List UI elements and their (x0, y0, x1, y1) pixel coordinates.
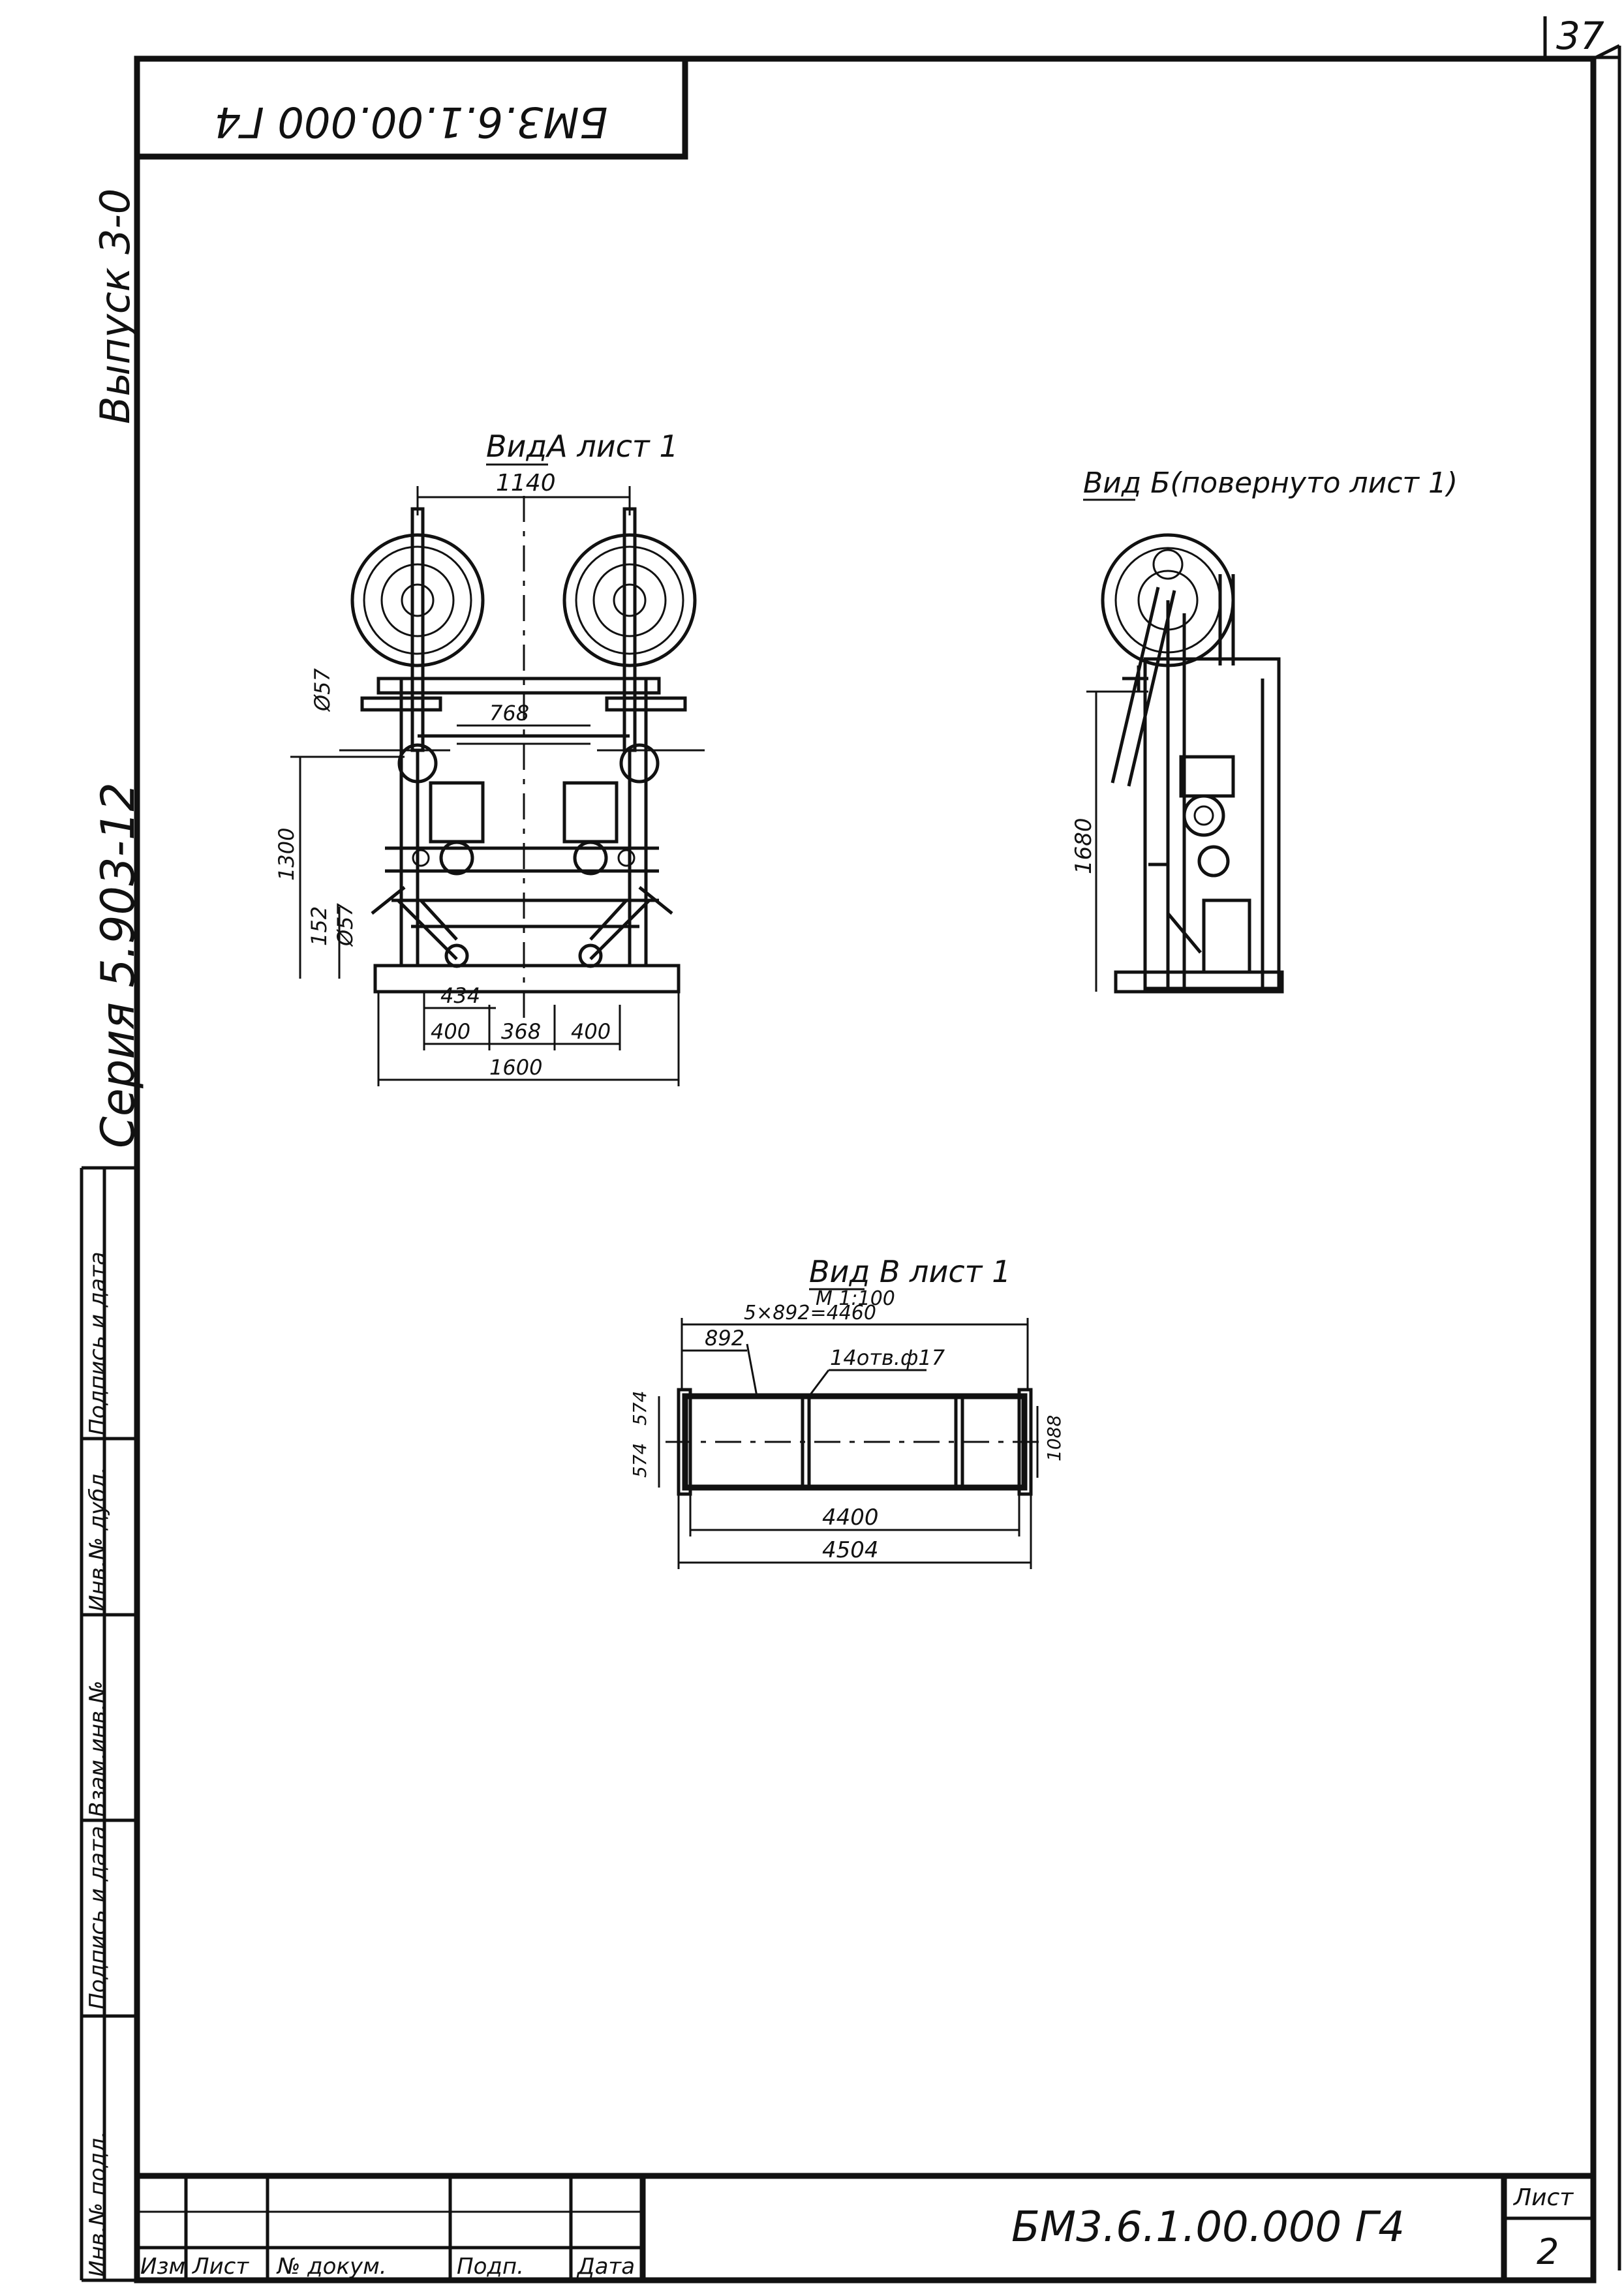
view-a: ВидА лист 1 (274, 429, 705, 1086)
series-label: Серия 5.903-12 (91, 782, 145, 1148)
dim-400-368-400: 400 368 400 (423, 992, 621, 1050)
dim-1300-text: 1300 (274, 828, 299, 881)
view-a-crossbars (339, 677, 705, 928)
top-code-box: БМ3.6.1.00.000 Г4 (137, 59, 688, 160)
left-margin-labels: Выпуск 3-0 Серия 5.903-12 Инв.№ подл. По… (0, 0, 145, 2292)
title-block: Изм Лист № докум. Подп. Дата БМ3.6.1.00.… (134, 2173, 1597, 2284)
view-a-title: ВидА лист 1 (486, 429, 679, 464)
stamp-replacement-inv: Взам.инв.№ (85, 1680, 111, 1817)
view-v-title: Вид В лист 1 (809, 1254, 1011, 1289)
dim-892-text: 892 (705, 1326, 744, 1351)
dim-d57-top: Ø57 (310, 667, 335, 712)
page-number: 37 (1556, 14, 1604, 58)
view-b: Вид Б(повернуто лист 1) (1071, 466, 1458, 994)
dim-1088: 1088 (1036, 1406, 1065, 1478)
header-date: Дата (576, 2254, 635, 2280)
view-b-title: Вид Б(повернуто лист 1) (1083, 466, 1458, 500)
dim-4400-text: 4400 (822, 1505, 879, 1531)
left-stamp-column (80, 1166, 137, 2282)
holes-callout-text: 14отв.ф17 (830, 1345, 945, 1370)
dim-574-574: 574 574 (629, 1391, 660, 1488)
view-a-legs (371, 886, 673, 968)
view-a-base-plate (373, 964, 681, 994)
dim-1300: 1300 (274, 756, 405, 979)
dim-574b-text: 574 (629, 1391, 651, 1426)
view-v-scale: М 1:100 (816, 1287, 895, 1310)
dim-400b-text: 400 (571, 1019, 611, 1044)
dim-1680-text: 1680 (1071, 817, 1097, 874)
dim-434: 434 (424, 983, 496, 1009)
stamp-inv-original: Инв.№ подл. (85, 2131, 111, 2277)
view-v: Вид В лист 1 М 1:100 5×892=4460 892 14от… (629, 1254, 1065, 1569)
view-b-frame (1122, 574, 1281, 990)
sheet-label: Лист (1512, 2184, 1574, 2211)
document-code: БМ3.6.1.00.000 Г4 (1011, 2203, 1405, 2252)
dim-1600-text: 1600 (489, 1055, 542, 1080)
header-doc-number: № докум. (276, 2254, 387, 2280)
drawing-frame (134, 55, 1597, 2284)
dim-1088-text: 1088 (1043, 1415, 1065, 1461)
dim-892: 892 (682, 1326, 758, 1397)
top-code-inverted: БМ3.6.1.00.000 Г4 (215, 97, 608, 145)
sheet-number: 2 (1537, 2231, 1559, 2272)
view-b-inclined-arm (1111, 587, 1176, 787)
view-b-base (1114, 970, 1284, 994)
holes-callout: 14отв.ф17 (808, 1345, 945, 1397)
frame-corner-mark (1592, 44, 1621, 61)
dim-1140: 1140 (416, 470, 631, 515)
dim-1600: 1600 (377, 992, 680, 1086)
dim-5x892-text: 5×892=4460 (744, 1302, 876, 1324)
dim-768-text: 768 (489, 701, 529, 726)
issue-label: Выпуск 3-0 (91, 188, 139, 424)
dim-4400: 4400 (689, 1494, 1020, 1536)
view-a-wheel-right (562, 533, 697, 667)
dim-574a-text: 574 (629, 1443, 651, 1478)
dim-4504-text: 4504 (822, 1537, 879, 1563)
dim-434-text: 434 (440, 983, 480, 1008)
stamp-signature-date-1: Подпись и дата (85, 1826, 111, 2009)
dim-152-text: 152 (307, 906, 331, 946)
header-izm: Изм (140, 2254, 185, 2280)
dim-1680: 1680 (1071, 690, 1148, 992)
view-b-components (1167, 755, 1251, 974)
stamp-signature-date-2: Подпись и дата (85, 1251, 111, 1435)
view-a-wheel-left (350, 533, 485, 667)
dim-768: 768 (457, 701, 590, 727)
header-signature: Подп. (457, 2254, 524, 2280)
dim-4504: 4504 (677, 1494, 1032, 1569)
dim-1140-text: 1140 (496, 470, 556, 497)
dim-400a-text: 400 (431, 1019, 470, 1044)
stamp-duplicate-inv: Инв.№ дубл. (85, 1467, 111, 1612)
dim-368-text: 368 (501, 1019, 541, 1044)
dim-5x892: 5×892=4460 (681, 1302, 1029, 1390)
header-list: Лист (191, 2254, 249, 2280)
view-a-mid-cylinders (397, 743, 660, 876)
dim-d57-bottom: Ø57 (333, 902, 358, 947)
